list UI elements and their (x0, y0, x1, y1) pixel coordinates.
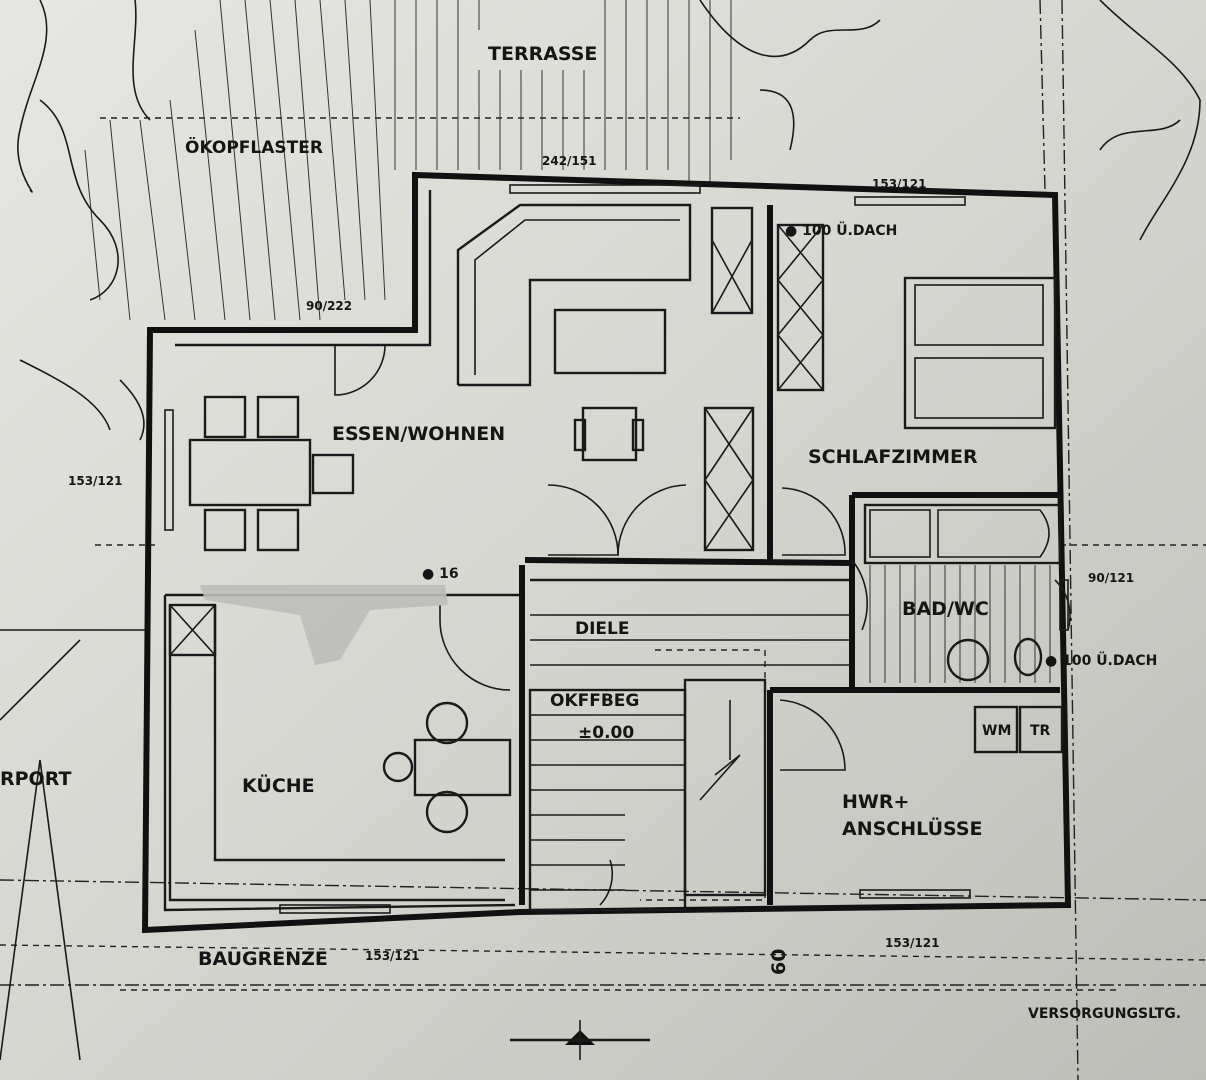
redaction-smudge (200, 585, 448, 665)
living-furniture (456, 203, 755, 552)
note-dach-top: ● 100 Ü.DACH (785, 221, 897, 239)
entrance-marker (510, 1020, 650, 1060)
label-bad-wc: BAD/WC (902, 598, 989, 620)
label-tr: TR (1030, 723, 1051, 739)
label-okffbeg: OKFFBEG (550, 691, 639, 711)
exterior-walls (141, 171, 1072, 934)
dim-window-top-right: 153/121 (872, 177, 926, 191)
label-schlafzimmer: SCHLAFZIMMER (808, 446, 978, 468)
interior-walls (165, 205, 1060, 905)
label-hwr-line1: HWR+ (842, 791, 909, 813)
label-okffbeg-value: ±0.00 (578, 723, 634, 743)
bedroom-furniture (776, 223, 1057, 430)
hwr-appliances (973, 705, 1064, 754)
dim-window-top-left: 242/151 (542, 154, 596, 168)
dim-setback: 60 (768, 949, 790, 975)
label-baugrenze: BAUGRENZE (198, 948, 328, 970)
label-diele: DIELE (575, 619, 630, 639)
dim-window-left: 153/121 (68, 474, 122, 488)
dim-door-terrace: 90/222 (306, 299, 352, 313)
bathroom-furniture (863, 503, 1062, 683)
dim-window-right: 90/121 (1088, 571, 1134, 585)
dining-furniture (188, 395, 355, 552)
label-terrasse: TERRASSE (488, 43, 597, 65)
note-dach-right: ● 100 Ü.DACH (1045, 651, 1157, 669)
note-column: ● 16 (422, 566, 459, 582)
door-swings (334, 344, 1071, 906)
windows (164, 184, 1069, 914)
dim-window-bottom-kitchen: 153/121 (365, 949, 419, 963)
label-essen-wohnen: ESSEN/WOHNEN (332, 423, 505, 445)
label-carport: RPORT (0, 768, 71, 790)
kitchen-furniture (168, 603, 512, 902)
label-wm: WM (982, 723, 1011, 739)
dim-window-bottom-hwr: 153/121 (885, 936, 939, 950)
label-oekopflaster: ÖKOPFLASTER (185, 136, 323, 158)
terrace-hatch (84, 0, 732, 321)
label-versorgungsltg: VERSORGUNGSLTG. (1028, 1006, 1181, 1022)
staircase (528, 649, 767, 912)
garden-curves (17, 0, 1201, 441)
label-kueche: KÜCHE (242, 773, 315, 797)
label-hwr-line2: ANSCHLÜSSE (842, 816, 983, 840)
